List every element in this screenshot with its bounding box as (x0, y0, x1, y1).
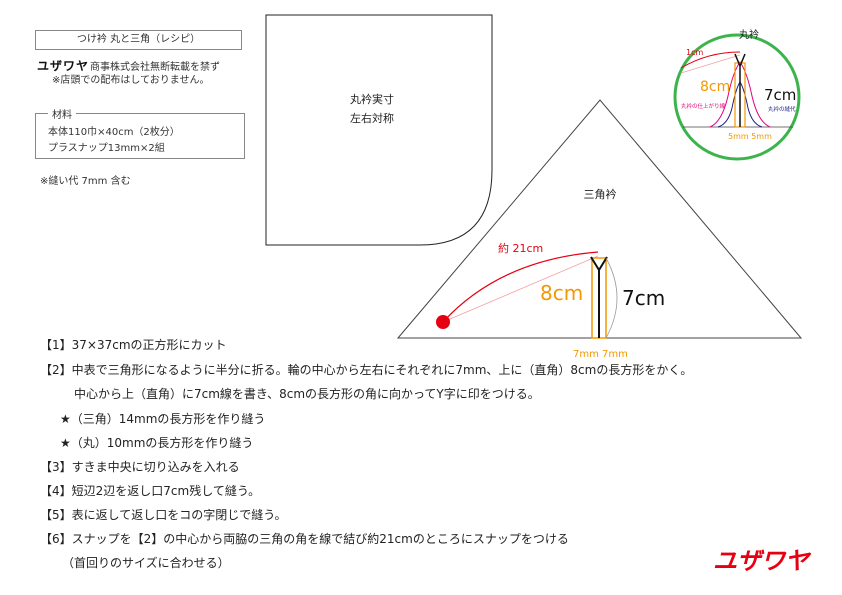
step-6-note: （首回りのサイズに合わせる） (62, 556, 230, 570)
circle-title: 丸衿 (739, 28, 759, 41)
step-2-detail: 中心から上（直角）に7cm線を書き、8cmの長方形の角に向かってY字に印をつける… (74, 387, 540, 401)
material-snap: プラスナップ13mm×2組 (48, 143, 165, 154)
circle-distance-label: 1cm (686, 48, 703, 57)
step-6: 【6】スナップを【2】の中心から両脇の三角の角を線で結び約21cmのところにスナ… (40, 532, 569, 546)
step-1: 【1】37×37cmの正方形にカット (40, 338, 227, 352)
triangle-y-mark (590, 256, 608, 338)
circle-offset-label: 5mm 5mm (728, 132, 772, 141)
circle-guide-line (680, 54, 741, 74)
pattern-label-1: 丸衿実寸 (350, 92, 394, 106)
step-2-round-note: ★（丸）10mmの長方形を作り縫う (60, 436, 254, 450)
pattern-label-2: 左右対称 (350, 111, 394, 125)
circle-finish-line (709, 61, 771, 128)
small-brand-logo: ユザワヤ (37, 59, 90, 73)
triangle-distance-label: 約 21cm (498, 241, 543, 255)
triangle-distance-arc (442, 251, 599, 323)
circle-y-mark (734, 53, 746, 127)
round-collar-pattern (265, 14, 493, 246)
step-3: 【3】すきま中央に切り込みを入れる (40, 460, 240, 474)
triangle-guide-line (442, 255, 599, 323)
triangle-7cm-label: 7cm (622, 286, 665, 310)
store-notice: ※店頭での配布はしておりません。 (52, 75, 210, 86)
materials-label: 材料 (48, 106, 76, 121)
recipe-title: つけ衿 丸と三角（レシピ） (35, 30, 242, 50)
triangle-title: 三角衿 (584, 187, 617, 201)
triangle-7cm-arc (605, 257, 618, 339)
brand-logo: ユザワヤ (713, 547, 812, 574)
triangle-offset-label: 7mm 7mm (573, 349, 628, 360)
circle-8cm-label: 8cm (700, 79, 730, 95)
step-2: 【2】中表で三角形になるように半分に折る。輪の中心から左右にそれぞれに7mm、上… (40, 363, 693, 377)
seam-allowance-note: ※縫い代 7mm 含む (40, 176, 131, 187)
copyright-text: 商事株式会社無断転載を禁ず (90, 62, 220, 73)
step-4: 【4】短辺2辺を返し口7cm残して縫う。 (40, 484, 261, 498)
materials-box (35, 113, 245, 159)
triangle-8cm-label: 8cm (540, 281, 583, 305)
circle-7cm-label: 7cm (764, 86, 796, 104)
circle-distance-arc (680, 51, 741, 69)
material-fabric: 本体110巾×40cm（2枚分） (48, 127, 180, 138)
circle-collar-frame (673, 33, 801, 161)
brand-logo-text: ユザワヤ (713, 547, 812, 574)
circle-finish-label: 丸衿の仕上がり線 (681, 102, 726, 110)
snap-position-dot (436, 315, 450, 329)
step-5: 【5】表に返して返し口をコの字閉じで縫う。 (40, 508, 287, 522)
circle-seam-label: 丸衿の縫代 (768, 105, 796, 113)
step-2-triangle-note: ★（三角）14mmの長方形を作り縫う (60, 412, 266, 426)
